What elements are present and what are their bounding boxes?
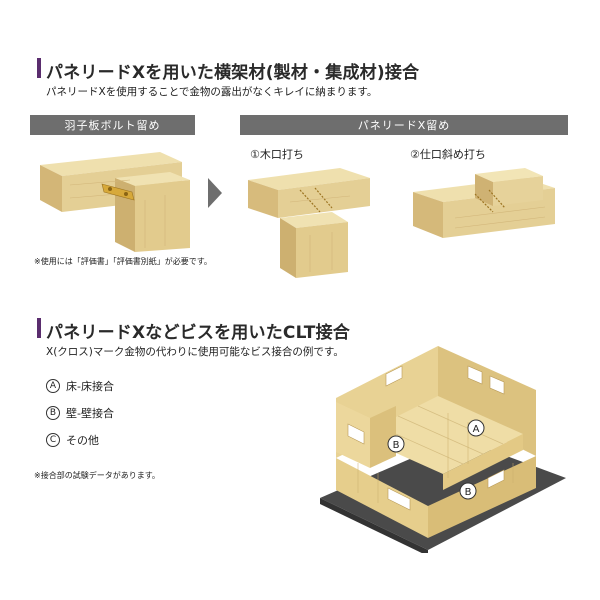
section2-note: ※接合部の試験データがあります。 — [34, 471, 160, 480]
legend-label-b: 壁-壁接合 — [66, 407, 114, 420]
kiguchi-joint-illustration — [248, 168, 370, 278]
legend-label-c: その他 — [66, 434, 99, 447]
legend-marker-a: A — [46, 379, 60, 393]
section2-subtitle: X(クロス)マーク金物の代わりに使用可能なビス接合の例です。 — [46, 346, 344, 358]
legend-marker-b: B — [46, 406, 60, 420]
band-panelead-x: パネリードX留め — [240, 115, 568, 135]
section1-note: ※使用には「評価書」「評価書別紙」が必要です。 — [34, 257, 212, 266]
section2-title: パネリードXなどビスを用いたCLT接合 — [46, 323, 350, 343]
marker-b-lower-label: B — [465, 487, 472, 498]
marker-b-lower: B — [459, 482, 477, 500]
joint-legend: A 床-床接合 B 壁-壁接合 C その他 — [46, 378, 114, 448]
legend-item-b: B 壁-壁接合 — [46, 405, 114, 421]
section1-title: パネリードXを用いた横架材(製材・集成材)接合 — [46, 63, 420, 83]
band-hagoita-bolt: 羽子板ボルト留め — [30, 115, 195, 135]
clt-building-illustration: A B B — [320, 346, 566, 553]
marker-a-label: A — [473, 424, 480, 435]
marker-b-upper: B — [387, 435, 405, 453]
shiguchi-joint-illustration — [413, 168, 555, 238]
section2-accent-bar — [37, 318, 41, 338]
section1-subtitle: パネリードXを使用することで金物の露出がなくキレイに納まります。 — [46, 86, 378, 98]
marker-a: A — [467, 419, 485, 437]
legend-label-a: 床-床接合 — [66, 380, 114, 393]
caption-kiguchi: ①木口打ち — [250, 148, 304, 161]
legend-item-c: C その他 — [46, 432, 114, 448]
legend-item-a: A 床-床接合 — [46, 378, 114, 394]
caption-shiguchi: ②仕口斜め打ち — [410, 148, 486, 161]
arrow-right-icon — [208, 178, 222, 208]
marker-b-upper-label: B — [393, 440, 400, 451]
section1-accent-bar — [37, 58, 41, 78]
hagoita-bolt-joint-illustration — [40, 152, 190, 252]
legend-marker-c: C — [46, 433, 60, 447]
